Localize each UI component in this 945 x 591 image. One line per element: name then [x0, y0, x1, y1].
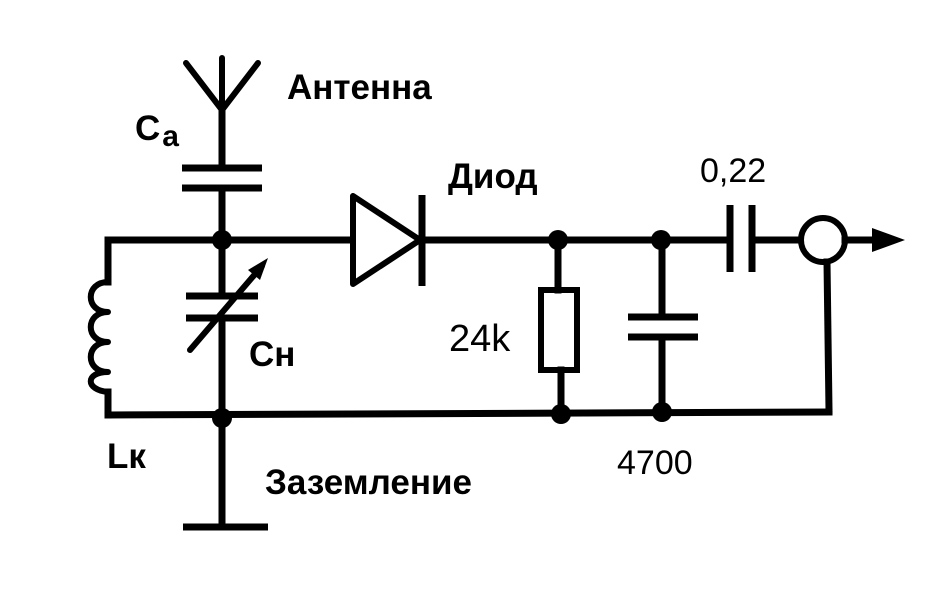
capacitor-output: [726, 205, 804, 272]
ca-label-main: C: [135, 109, 160, 148]
diode-symbol: [350, 193, 426, 287]
antenna-symbol: [183, 55, 261, 169]
inductor-lk: [87, 236, 112, 419]
output-terminal: [798, 215, 905, 414]
ground-symbol: [183, 414, 268, 531]
ground-label: Заземление: [265, 463, 472, 502]
resistor-label: 24k: [449, 318, 511, 360]
antenna-label: Антенна: [287, 68, 432, 107]
lk-label: Lк: [107, 437, 146, 476]
diode-label: Диод: [448, 157, 538, 196]
capacitor-4700: [628, 236, 698, 416]
capacitor-ca: [182, 164, 262, 244]
cn-label: Cн: [249, 335, 295, 374]
ca-label: Ca: [135, 109, 179, 153]
filter-capacitor-label: 4700: [617, 444, 693, 482]
variable-capacitor-cn: [186, 236, 268, 422]
output-capacitor-label: 0,22: [700, 152, 766, 190]
resistor-24k: [538, 236, 580, 418]
ca-label-sub: a: [162, 120, 179, 153]
junction-nodes: [212, 230, 672, 428]
